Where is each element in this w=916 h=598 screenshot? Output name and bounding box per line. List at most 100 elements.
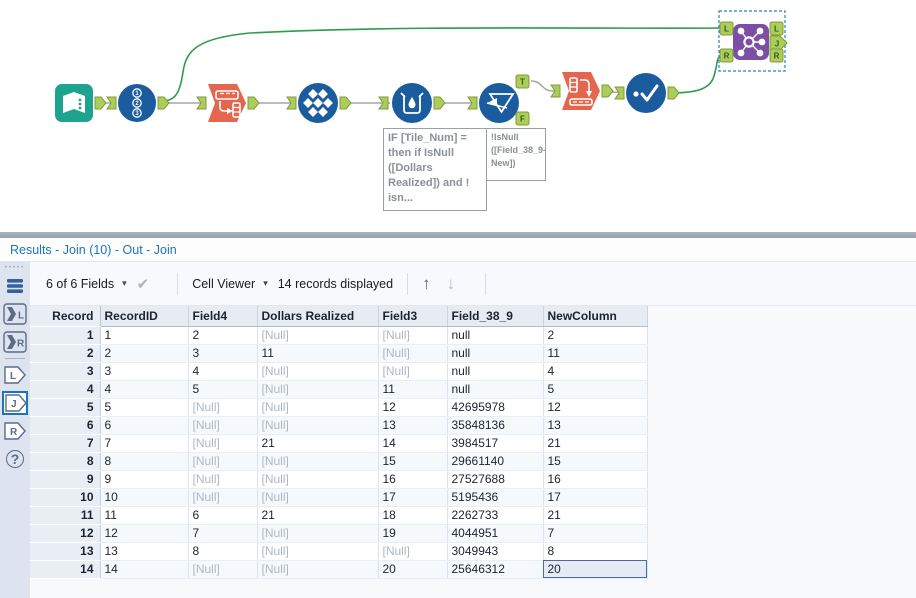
row-number-cell[interactable]: 14 <box>30 560 101 579</box>
column-header-recordid[interactable]: RecordID <box>100 306 189 327</box>
anchor-in-record-id[interactable] <box>106 96 117 110</box>
row-number-cell[interactable]: 10 <box>30 488 101 507</box>
data-cell[interactable]: null <box>447 344 544 363</box>
anchor-out-input-data[interactable] <box>94 96 107 110</box>
data-cell[interactable]: 20 <box>543 560 648 579</box>
data-cell[interactable]: 8 <box>543 542 648 561</box>
data-cell[interactable]: 29661140 <box>447 452 544 471</box>
data-cell[interactable]: [Null] <box>257 452 379 471</box>
anchor-in-tile[interactable] <box>286 96 297 110</box>
data-cell[interactable]: [Null] <box>188 416 258 435</box>
data-cell[interactable]: 18 <box>378 506 448 525</box>
data-cell[interactable]: 7 <box>100 434 189 453</box>
annotation-filter[interactable]: !IsNull ([Field_38_9- New]) <box>486 128 546 181</box>
data-cell[interactable]: 20 <box>378 560 448 579</box>
data-cell[interactable]: 7 <box>543 524 648 543</box>
annotation-formula[interactable]: IF [Tile_Num] = then if IsNull ([Dollars… <box>383 128 487 211</box>
data-cell[interactable]: 16 <box>378 470 448 489</box>
anchor-join-out-j[interactable] <box>769 35 788 51</box>
row-number-cell[interactable]: 8 <box>30 452 101 471</box>
data-cell[interactable]: 3 <box>100 362 189 381</box>
data-cell[interactable]: [Null] <box>188 470 258 489</box>
data-cell[interactable]: [Null] <box>188 398 258 417</box>
row-number-cell[interactable]: 7 <box>30 434 101 453</box>
input-anchors[interactable] <box>106 84 625 110</box>
data-cell[interactable]: 15 <box>543 452 648 471</box>
row-number-cell[interactable]: 5 <box>30 398 101 417</box>
sidebar-item-table-view[interactable] <box>2 274 28 298</box>
anchor-out-tile[interactable] <box>339 96 352 110</box>
data-cell[interactable]: [Null] <box>257 524 379 543</box>
data-cell[interactable]: 3 <box>188 344 258 363</box>
data-cell[interactable]: [Null] <box>188 452 258 471</box>
data-cell[interactable]: 7 <box>188 524 258 543</box>
data-cell[interactable]: 9 <box>100 470 189 489</box>
column-header-record[interactable]: Record <box>30 306 101 327</box>
anchor-out-formula[interactable] <box>433 96 446 110</box>
row-number-cell[interactable]: 3 <box>30 362 101 381</box>
data-cell[interactable]: 10 <box>100 488 189 507</box>
sidebar-item-input-r[interactable]: R <box>2 330 28 354</box>
data-cell[interactable]: [Null] <box>257 380 379 399</box>
data-cell[interactable]: 21 <box>257 506 379 525</box>
fields-caret-icon[interactable]: ▾ <box>122 278 127 288</box>
data-cell[interactable]: 4 <box>188 362 258 381</box>
data-cell[interactable]: 3984517 <box>447 434 544 453</box>
data-cell[interactable]: 13 <box>543 416 648 435</box>
row-number-cell[interactable]: 9 <box>30 470 101 489</box>
sidebar-item-output-l[interactable]: L <box>2 363 28 387</box>
tool-join[interactable]: L R L J R <box>718 10 788 72</box>
sidebar-item-help[interactable]: ? <box>2 447 28 471</box>
data-cell[interactable]: 6 <box>188 506 258 525</box>
data-cell[interactable]: [Null] <box>188 488 258 507</box>
anchor-join-in-l[interactable] <box>719 21 734 36</box>
anchor-out-record-id[interactable] <box>157 96 170 110</box>
tool-filter[interactable] <box>479 83 519 123</box>
data-cell[interactable]: 2 <box>543 326 648 345</box>
anchor-out-multi-row-formula[interactable] <box>247 96 260 110</box>
data-cell[interactable]: [Null] <box>257 488 379 507</box>
sidebar-item-output-r[interactable]: R <box>2 419 28 443</box>
tool-tile[interactable] <box>298 83 338 123</box>
data-cell[interactable]: 5 <box>188 380 258 399</box>
data-cell[interactable]: null <box>447 326 544 345</box>
data-cell[interactable]: 13 <box>100 542 189 561</box>
data-cell[interactable]: null <box>447 362 544 381</box>
data-cell[interactable]: [Null] <box>378 326 448 345</box>
tool-record-id[interactable]: 123 <box>118 84 156 122</box>
sidebar-item-input-l[interactable]: L <box>2 302 28 326</box>
cell-viewer-dropdown[interactable]: Cell Viewer <box>192 276 256 291</box>
data-cell[interactable]: 12 <box>100 524 189 543</box>
data-cell[interactable]: [Null] <box>188 434 258 453</box>
data-cell[interactable]: 8 <box>100 452 189 471</box>
anchor-join-in-r[interactable] <box>719 48 734 63</box>
data-cell[interactable]: 5 <box>543 380 648 399</box>
data-cell[interactable]: [Null] <box>378 362 448 381</box>
row-number-cell[interactable]: 12 <box>30 524 101 543</box>
data-cell[interactable]: 14 <box>378 434 448 453</box>
data-cell[interactable]: 12 <box>378 398 448 417</box>
data-cell[interactable]: 13 <box>378 416 448 435</box>
wire-select-to-join-r[interactable] <box>667 55 722 94</box>
data-cell[interactable]: [Null] <box>257 542 379 561</box>
grip-handle[interactable]: ••••• <box>4 265 26 271</box>
fields-dropdown[interactable]: 6 of 6 Fields <box>46 276 115 291</box>
row-number-cell[interactable]: 6 <box>30 416 101 435</box>
data-cell[interactable]: 11 <box>378 380 448 399</box>
scroll-down-button[interactable]: ↓ <box>446 273 456 293</box>
output-anchors[interactable] <box>94 84 680 110</box>
anchor-filter-false[interactable] <box>515 111 530 126</box>
data-cell[interactable]: 35848136 <box>447 416 544 435</box>
anchor-in-filter[interactable] <box>467 96 478 110</box>
data-cell[interactable]: 4044951 <box>447 524 544 543</box>
data-cell[interactable]: 14 <box>100 560 189 579</box>
anchor-join-out-r[interactable] <box>769 48 784 63</box>
data-cell[interactable]: 6 <box>100 416 189 435</box>
data-cell[interactable]: 2262733 <box>447 506 544 525</box>
row-number-cell[interactable]: 11 <box>30 506 101 525</box>
data-cell[interactable]: [Null] <box>257 326 379 345</box>
data-cell[interactable]: 11 <box>257 344 379 363</box>
tool-multi-field-formula[interactable] <box>562 72 600 110</box>
anchor-in-formula[interactable] <box>378 96 389 110</box>
